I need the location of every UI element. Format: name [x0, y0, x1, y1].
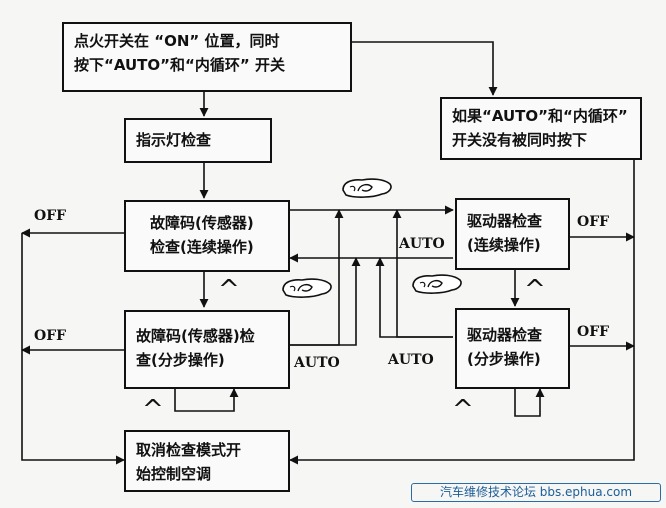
fault-code-step-line1: 故障码(传感器)检: [136, 327, 255, 345]
watermark: 汽车维修技术论坛 bbs.ephua.com: [411, 483, 661, 502]
cancel-line2: 始控制空调: [136, 465, 212, 483]
start-box-line1: 点火开关在 “ON” 位置，同时: [74, 32, 280, 50]
hand-press-icon: [342, 178, 392, 198]
indicator-check-label: 指示灯检查: [136, 131, 212, 149]
caret-up-icon: ^: [142, 395, 164, 425]
actuator-continuous-box: 驱动器检查 (连续操作): [455, 198, 570, 270]
off-label-actuator-step: OFF: [577, 324, 610, 340]
caret-up-icon: ^: [218, 275, 240, 305]
fault-code-continuous-line2: 检查(连续操作): [150, 238, 254, 256]
loop-actuator-step: [514, 388, 545, 417]
off-label-fault-continuous: OFF: [34, 208, 67, 224]
auto-label-actuator-step: AUTO: [388, 352, 434, 368]
indicator-check-box: 指示灯检查: [124, 118, 272, 163]
start-box: 点火开关在 “ON” 位置，同时 按下“AUTO”和“内循环” 开关: [62, 22, 352, 92]
fault-code-continuous-box: 故障码(传感器) 检查(连续操作): [124, 200, 290, 272]
fault-code-step-box: 故障码(传感器)检 查(分步操作): [124, 310, 290, 389]
off-label-fault-step: OFF: [34, 328, 67, 344]
arrow-fault-step-auto-2: [290, 257, 361, 346]
auto-label-fault-step: AUTO: [294, 355, 340, 371]
arrow-start-to-branch: [352, 41, 498, 96]
caret-up-icon: ^: [524, 275, 546, 305]
arrow-right-bus-to-cancel: [289, 160, 635, 465]
fault-code-continuous-line1: 故障码(传感器): [150, 214, 254, 232]
cancel-line1: 取消检查模式开: [136, 441, 242, 459]
loop-fault-step: [174, 388, 239, 412]
actuator-continuous-line1: 驱动器检查: [467, 212, 543, 230]
fault-code-step-line2: 查(分步操作): [136, 351, 225, 369]
not-pressed-line2: 开关没有被同时按下: [452, 131, 588, 149]
cancel-box: 取消检查模式开 始控制空调: [124, 430, 290, 492]
actuator-step-box: 驱动器检查 (分步操作): [455, 308, 570, 389]
actuator-step-line1: 驱动器检查: [467, 326, 543, 344]
arrow-left-bus-to-cancel: [21, 233, 125, 465]
caret-up-icon: ^: [452, 395, 474, 425]
not-pressed-box: 如果“AUTO”和“内循环” 开关没有被同时按下: [440, 97, 642, 160]
auto-label-continuous: AUTO: [399, 236, 445, 252]
start-box-line2: 按下“AUTO”和“内循环” 开关: [74, 56, 285, 74]
off-label-actuator-continuous: OFF: [577, 214, 610, 230]
hand-press-icon: [412, 274, 462, 294]
actuator-step-line2: (分步操作): [467, 350, 541, 368]
hand-press-icon: [282, 278, 332, 298]
not-pressed-line1: 如果“AUTO”和“内循环”: [452, 107, 628, 125]
arrow-actuator-step-auto-2: [375, 257, 453, 338]
actuator-continuous-line2: (连续操作): [467, 236, 541, 254]
